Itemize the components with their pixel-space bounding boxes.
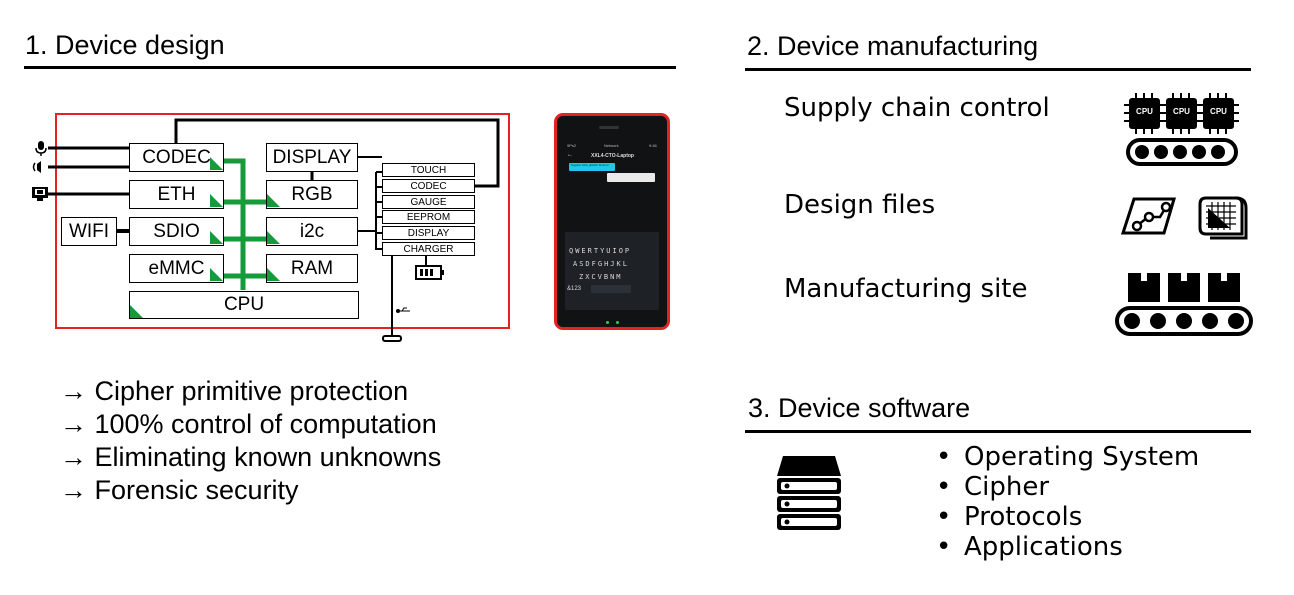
codec-box: CODEC: [129, 143, 224, 172]
block-diagram: CODEC ETH SDIO eMMC WIFI CPU DISPLAY RGB…: [0, 0, 520, 350]
software-section-title: 3. Device software: [748, 393, 971, 423]
software-section-rule: [745, 430, 1251, 433]
rgb-bus-marker: [267, 194, 280, 207]
usb-symbol-icon: [396, 307, 410, 313]
ram-bus-marker: [267, 268, 280, 281]
cpu-chip-label: CPU: [1210, 107, 1227, 116]
server-stack-icon: [777, 456, 841, 530]
eth-box: ETH: [129, 180, 224, 209]
i2c-box: i2c: [266, 217, 358, 246]
phone-led-right: [616, 321, 619, 324]
keyboard-space-bar[interactable]: [591, 285, 631, 293]
eth-bus-marker: [210, 194, 223, 207]
phone-reply-bubble: [607, 173, 655, 182]
software-item: Applications: [936, 532, 1199, 562]
wifi-box: WIFI: [61, 217, 117, 246]
phone-header-title: XXL4-CTO-Laptop: [591, 153, 634, 159]
bus-codec-box: CODEC: [382, 179, 475, 193]
sdio-box: SDIO: [129, 217, 224, 246]
design-points-list: → Cipher primitive protection → 100% con…: [60, 375, 441, 507]
ram-box: RAM: [266, 254, 358, 283]
software-item: Cipher: [936, 472, 1199, 502]
design-point: → 100% control of computation: [60, 409, 437, 439]
usb-port-icon: [382, 335, 402, 342]
cpu-bus-marker: [130, 305, 143, 318]
cpu-chip-label: CPU: [1136, 107, 1153, 116]
circuit-layout-icon: [1120, 197, 1177, 235]
codec-bus-marker: [210, 157, 223, 170]
phone-keyboard: [565, 232, 659, 310]
codec-loop-wire: [174, 118, 500, 188]
gauge-box: GAUGE: [382, 195, 475, 209]
sdio-bus-marker: [210, 231, 223, 244]
battery-icon: [415, 265, 444, 280]
supply-chain-label: Supply chain control: [784, 93, 1050, 123]
cpu-conveyor-icon: CPU CPU CPU: [1124, 93, 1244, 169]
ethernet-icon: [32, 187, 48, 201]
factory-conveyor-icon: [1115, 273, 1253, 336]
bus-taps: [376, 171, 382, 250]
phone-screenshot: 9Ps2 Network 9:46 ← XXL4-CTO-Laptop huge…: [554, 113, 670, 330]
rgb-box: RGB: [266, 180, 358, 209]
keyboard-symbols-key[interactable]: &123: [567, 286, 582, 292]
design-section-title: 1. Device design: [25, 30, 225, 60]
keyboard-row-2: ASDFGHJKL: [573, 260, 629, 268]
eeprom-box: EEPROM: [382, 210, 475, 224]
keyboard-row-3: ZXCVBNM: [579, 273, 623, 281]
bus-display-box: DISPLAY: [382, 226, 475, 240]
design-point: → Forensic security: [60, 475, 299, 505]
manufacturing-section-title: 2. Device manufacturing: [747, 31, 1039, 61]
diagram-frame: [55, 113, 510, 329]
manufacturing-section-rule: [745, 68, 1251, 71]
phone-back-icon[interactable]: ←: [567, 152, 573, 158]
microphone-icon: [35, 141, 47, 156]
blueprint-icon: [1198, 196, 1248, 240]
cpu-conveyor-graphic: [1124, 93, 1239, 166]
display-box: DISPLAY: [266, 143, 358, 172]
emmc-bus-marker: [210, 268, 223, 281]
cpu-chip-label: CPU: [1173, 107, 1190, 116]
phone-status-left: 9Ps2: [567, 143, 577, 148]
i2c-bus-marker: [267, 231, 280, 244]
software-list: Operating System Cipher Protocols Applic…: [936, 442, 1199, 562]
touch-box: TOUCH: [382, 163, 475, 177]
software-item: Operating System: [936, 442, 1199, 472]
design-files-label: Design files: [784, 190, 936, 220]
software-item: Protocols: [936, 502, 1199, 532]
cpu-box: CPU: [129, 291, 359, 319]
design-point: → Cipher primitive protection: [60, 376, 409, 406]
phone-message-bubble: hugehe COe ghfebh Dmnmr: [569, 163, 615, 171]
phone-status-mid: Network: [604, 143, 619, 148]
charger-box: CHARGER: [382, 242, 475, 256]
phone-status-right: 9:46: [649, 143, 657, 148]
design-point: → Eliminating known unknowns: [60, 442, 442, 472]
keyboard-row-1: QWERTYUIOP: [569, 247, 632, 255]
design-section-rule: [24, 66, 676, 69]
phone-led-left: [606, 321, 609, 324]
emmc-box: eMMC: [129, 254, 224, 283]
speaker-icon: [32, 161, 41, 173]
manufacturing-site-label: Manufacturing site: [784, 274, 1028, 304]
phone-speaker-grille: [599, 126, 619, 129]
